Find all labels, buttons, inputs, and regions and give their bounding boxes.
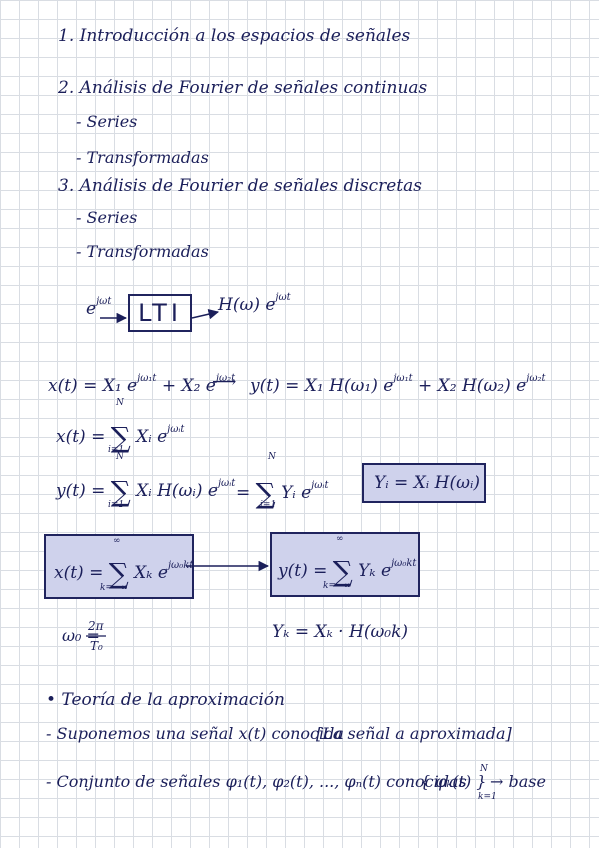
- sum-lower-limit: k=−∞: [100, 583, 129, 593]
- sum-lower-limit: k=−∞: [323, 581, 352, 591]
- lti-input: ejωt: [86, 296, 112, 319]
- sum-upper-limit: N: [116, 452, 124, 462]
- basis-set: { φₖ(t) }: [420, 772, 487, 791]
- equation-3: y(t) = ∑ Xᵢ H(ωᵢ) ejωᵢt: [56, 475, 236, 508]
- equation-2: x(t) = ∑ Xᵢ ejωᵢt: [56, 421, 185, 454]
- x-series-equation: x(t) = ∑ Xₖ ejω₀kt: [54, 557, 194, 590]
- sum-upper-limit: N: [116, 398, 124, 408]
- omega0-lhs: ω₀ =: [62, 626, 100, 645]
- outline-item-2: 2. Análisis de Fourier de señales contin…: [58, 78, 428, 98]
- omega0-numerator: 2π: [88, 619, 104, 633]
- lti-output: H(ω) ejωt: [218, 292, 291, 315]
- summation-icon: ∑: [255, 477, 276, 510]
- sum-lower-limit: i=1: [260, 500, 277, 510]
- basis-lower-limit: k=1: [478, 792, 497, 802]
- sum-upper-limit: N: [268, 452, 276, 462]
- outline-item-2-series: - Series: [76, 112, 138, 131]
- outline-item-3-series: - Series: [76, 208, 138, 227]
- equation-1-arrow: ⟶: [212, 372, 237, 392]
- outline-item-3-transforms: - Transformadas: [76, 242, 209, 261]
- approximation-line-1-note: [La señal a aproximada]: [316, 724, 512, 743]
- outline-item-1: 1. Introducción a los espacios de señale…: [58, 26, 411, 46]
- outline-item-3: 3. Análisis de Fourier de señales discre…: [58, 176, 422, 196]
- approximation-title: • Teoría de la aproximación: [46, 690, 285, 710]
- sum-lower-limit: i=1: [108, 500, 125, 510]
- approximation-line-1: - Suponemos una señal x(t) conocida: [46, 724, 344, 743]
- approximation-line-2: - Conjunto de señales φ₁(t), φ₂(t), ...,…: [46, 772, 467, 791]
- summation-icon: ∑: [110, 475, 131, 508]
- y-series-equation: y(t) = ∑ Yₖ ejω₀kt: [278, 555, 417, 588]
- x-series-box: [44, 534, 194, 599]
- sum-lower-limit: i=1: [108, 445, 125, 455]
- yi-highlight-box: [362, 463, 486, 503]
- yk-relation: Yₖ = Xₖ · H(ω₀k): [272, 622, 409, 642]
- basis-upper-limit: N: [480, 764, 488, 774]
- sum-upper-limit: ∞: [113, 536, 121, 546]
- outline-item-2-transforms: - Transformadas: [76, 148, 209, 167]
- summation-icon: ∑: [108, 557, 129, 590]
- omega0-denominator: T₀: [90, 639, 103, 653]
- y-series-box: [270, 532, 420, 597]
- equation-1-output: y(t) = X₁ H(ω₁) ejω₁t + X₂ H(ω₂) ejω₂t: [250, 373, 546, 396]
- equation-1-input: x(t) = X₁ ejω₁t + X₂ ejω₂t: [48, 373, 236, 396]
- lti-block: LTI: [128, 294, 192, 332]
- basis-label: → base: [490, 772, 546, 791]
- equation-3-rhs: = ∑ Yᵢ ejωᵢt: [236, 477, 329, 510]
- lti-output-arrow: [191, 309, 220, 320]
- summation-icon: ∑: [110, 421, 131, 454]
- yi-relation: Yᵢ = Xᵢ H(ωᵢ): [374, 473, 480, 493]
- summation-icon: ∑: [332, 555, 353, 588]
- sum-upper-limit: ∞: [336, 534, 344, 544]
